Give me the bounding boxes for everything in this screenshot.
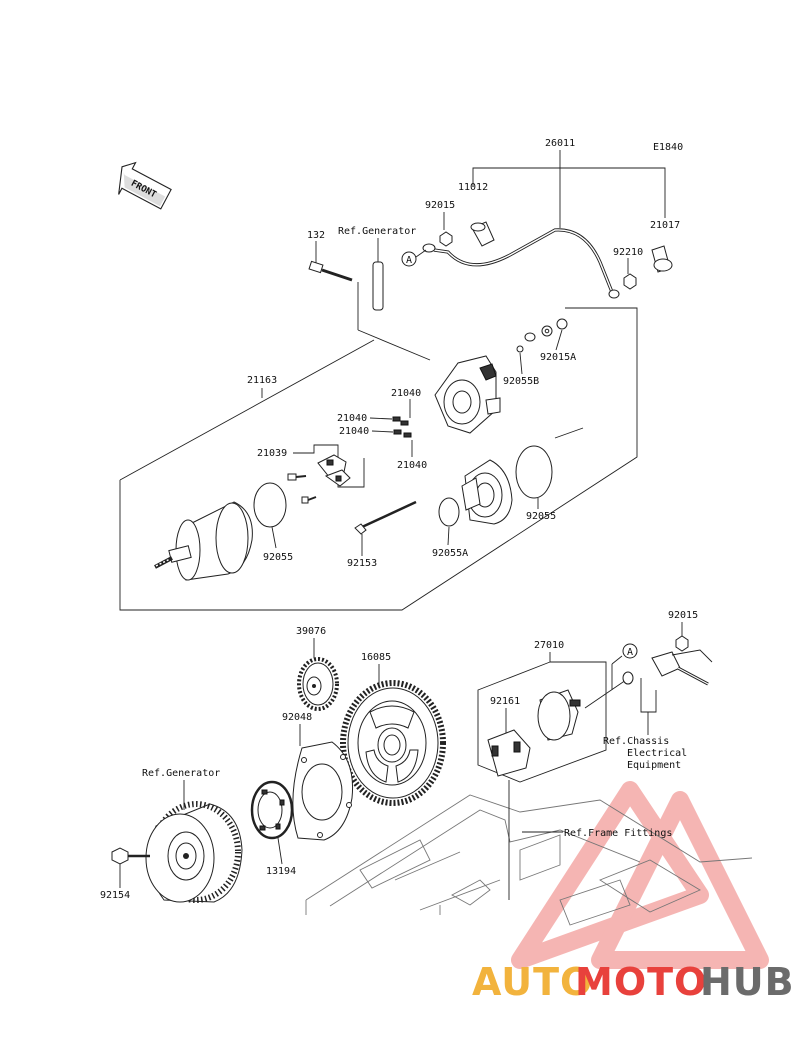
brush-set bbox=[392, 416, 412, 438]
label-132: 132 bbox=[307, 230, 325, 241]
label-27010: 27010 bbox=[534, 640, 564, 651]
label-92055b: 92055B bbox=[503, 376, 539, 387]
idle-gear-39076 bbox=[297, 657, 339, 711]
label-21040-d: 21040 bbox=[397, 460, 427, 471]
label-13194: 13194 bbox=[266, 866, 296, 877]
terminal-connector bbox=[651, 649, 713, 686]
through-bolt-92153 bbox=[354, 500, 417, 535]
o-ring-92055-left bbox=[253, 482, 287, 528]
starter-clutch-gear-16085 bbox=[340, 680, 446, 806]
bolt-92154 bbox=[111, 847, 150, 865]
o-ring-92055a bbox=[438, 497, 460, 527]
o-ring-92055-right bbox=[515, 445, 553, 499]
bolt-132 bbox=[308, 260, 353, 282]
screw-small-b bbox=[301, 496, 317, 504]
label-21039: 21039 bbox=[257, 448, 287, 459]
label-ref-frame: Ref.Frame Fittings bbox=[564, 828, 672, 839]
label-92048: 92048 bbox=[282, 712, 312, 723]
starter-assembly-box bbox=[119, 307, 638, 611]
frame-sketch bbox=[305, 794, 753, 926]
watermark-hub: HUB bbox=[700, 960, 795, 1004]
starter-end-cover bbox=[434, 355, 501, 434]
screw-small-a bbox=[287, 473, 307, 481]
watermark-moto: MOTO bbox=[575, 960, 707, 1004]
brush-holder bbox=[317, 454, 351, 487]
starter-cable-group: A bbox=[401, 150, 673, 299]
front-arrow-icon: FRONT bbox=[118, 161, 172, 210]
starter-motor-housing bbox=[154, 501, 253, 581]
label-ref-generator-top: Ref.Generator bbox=[338, 226, 416, 237]
watermark-logo-mark bbox=[511, 781, 769, 969]
generator-rotor bbox=[145, 801, 243, 903]
label-21040-a: 21040 bbox=[391, 388, 421, 399]
washer-stack bbox=[524, 318, 568, 342]
label-16085: 16085 bbox=[361, 652, 391, 663]
watermark-brand-text: AUTO MOTO HUB bbox=[472, 960, 795, 1004]
label-21040-c: 21040 bbox=[339, 426, 369, 437]
starter-rear-cover bbox=[461, 459, 513, 525]
label-92055-left: 92055 bbox=[263, 552, 293, 563]
callout-a-top: A bbox=[406, 255, 412, 266]
starter-relay bbox=[537, 689, 581, 741]
label-92153: 92153 bbox=[347, 558, 377, 569]
strap-bracket bbox=[372, 261, 384, 311]
relay-boot-92161 bbox=[487, 729, 531, 777]
callout-a-bottom: A bbox=[627, 647, 633, 658]
label-ref-chassis-1: Ref.Chassis bbox=[603, 736, 669, 747]
label-92015-top: 92015 bbox=[425, 200, 455, 211]
diagram-code: E1840 bbox=[653, 142, 683, 153]
label-92055-right: 92055 bbox=[526, 511, 556, 522]
label-92161: 92161 bbox=[490, 696, 520, 707]
label-92015-bottom: 92015 bbox=[668, 610, 698, 621]
plate-92048 bbox=[292, 741, 354, 841]
label-26011: 26011 bbox=[545, 138, 575, 149]
label-21017: 21017 bbox=[650, 220, 680, 231]
label-ref-chassis-3: Equipment bbox=[627, 760, 681, 771]
label-39076: 39076 bbox=[296, 626, 326, 637]
label-92154: 92154 bbox=[100, 890, 130, 901]
label-92015a: 92015A bbox=[540, 352, 576, 363]
watermark-auto: AUTO bbox=[472, 960, 593, 1004]
label-92210: 92210 bbox=[613, 247, 643, 258]
label-92055a: 92055A bbox=[432, 548, 468, 559]
label-ref-chassis-2: Electrical bbox=[627, 748, 687, 759]
label-21163: 21163 bbox=[247, 375, 277, 386]
one-way-clutch-13194 bbox=[250, 780, 294, 840]
label-21040-b: 21040 bbox=[337, 413, 367, 424]
label-11012: 11012 bbox=[458, 182, 488, 193]
label-ref-generator-bottom: Ref.Generator bbox=[142, 768, 220, 779]
